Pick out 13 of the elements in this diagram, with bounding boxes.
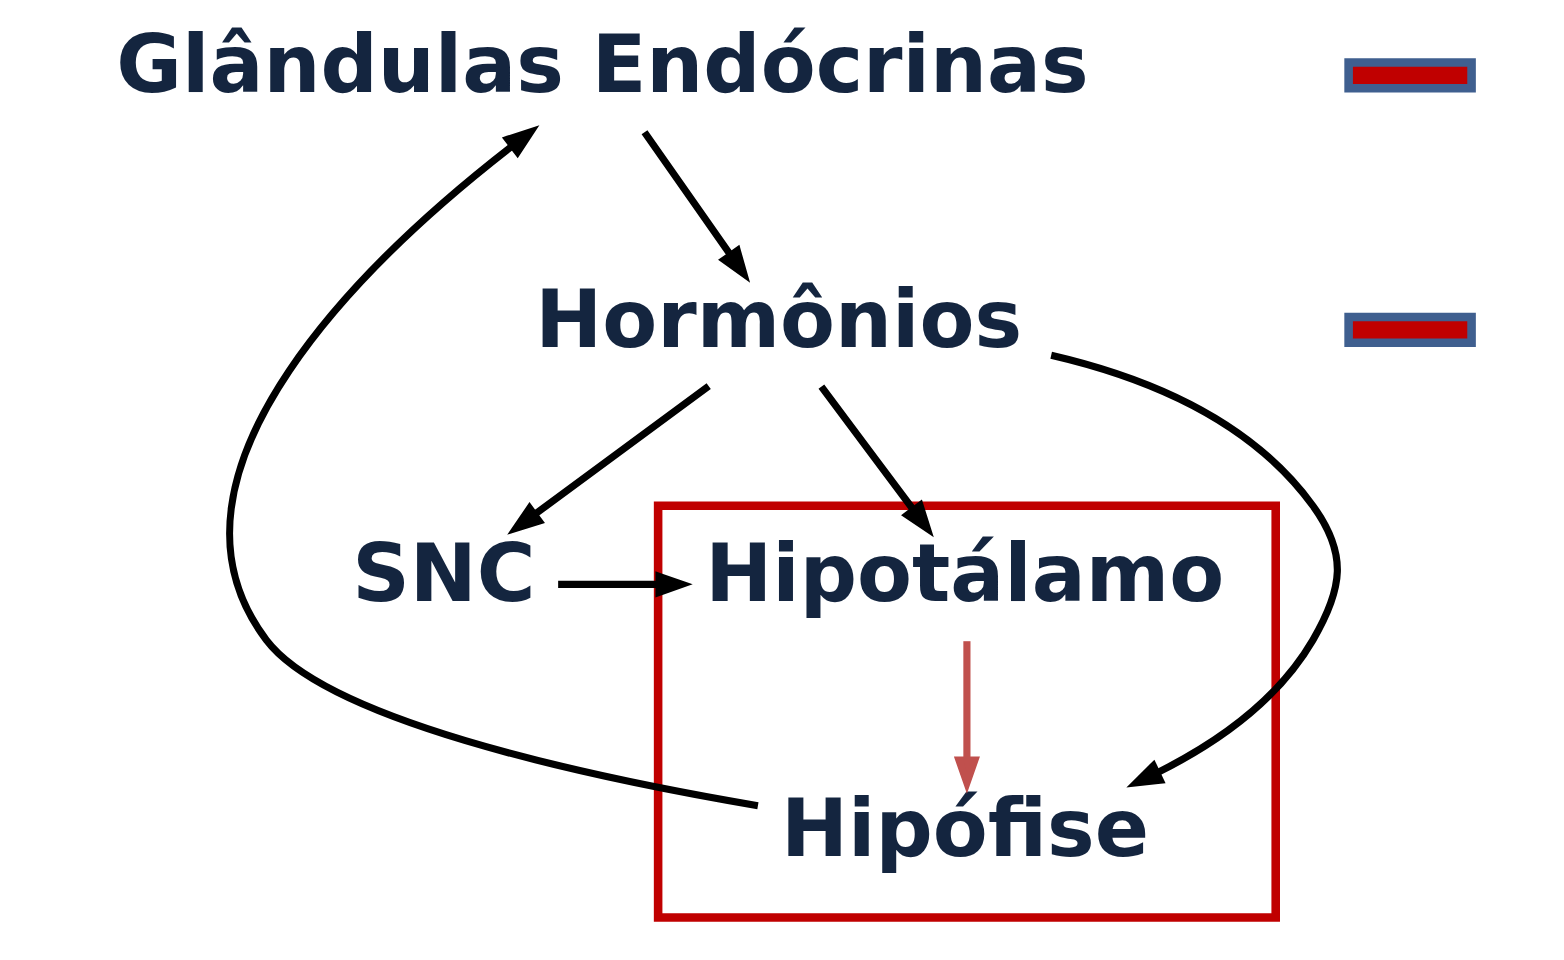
node-text: Hipófise: [780, 781, 1149, 875]
arrow: [557, 571, 693, 598]
arrow: [506, 383, 711, 535]
node-bar: [1343, 58, 1476, 93]
node-text: Hormônios: [534, 272, 1022, 366]
node-bar: [1343, 312, 1476, 348]
arrow: [818, 384, 934, 538]
node-text: Glândulas Endócrinas: [115, 18, 1089, 112]
arrow: [1049, 351, 1341, 788]
node-text: Hipotálamo: [704, 527, 1224, 621]
arrow: [641, 130, 750, 283]
node-text: SNC: [351, 527, 536, 621]
arrow: [226, 125, 759, 810]
